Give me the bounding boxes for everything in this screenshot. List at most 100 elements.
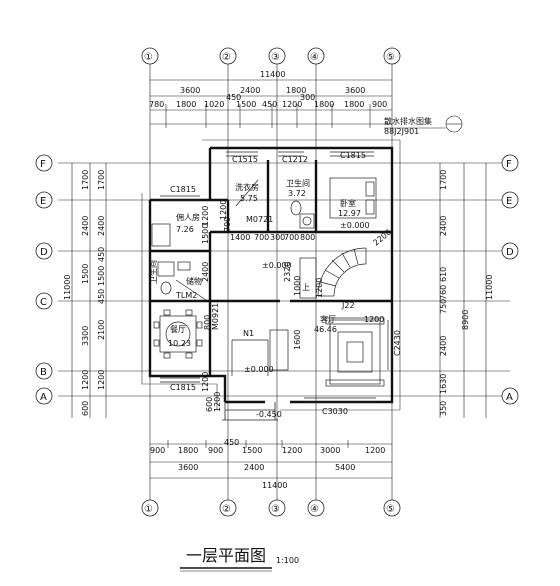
bottom-dim-6: 3000 bbox=[320, 446, 340, 455]
left-dim-13: 1200 bbox=[97, 370, 106, 390]
elevation-bedroom: ±0.000 bbox=[340, 221, 370, 230]
bottom-total-dim: 11400 bbox=[262, 481, 287, 490]
room-name-servant: 佣人房 bbox=[176, 212, 200, 222]
window-c3030: C3030 bbox=[322, 407, 348, 416]
bottom-dim-10: 5400 bbox=[335, 463, 355, 472]
room-area-dining: 10.23 bbox=[168, 339, 191, 348]
dim-1000: 1000 bbox=[293, 276, 302, 296]
bottom-dim-2: 1800 bbox=[178, 446, 198, 455]
servant-bed bbox=[151, 223, 171, 247]
bottom-dim-7: 1200 bbox=[365, 446, 385, 455]
bottom-dim-3: 900 bbox=[208, 446, 223, 455]
dining-set bbox=[153, 309, 203, 359]
door-tlm2: TLM2 bbox=[175, 291, 197, 300]
top-dim-7: 1020 bbox=[204, 100, 224, 109]
row-label-a-left: A bbox=[40, 392, 47, 403]
row-label-d-right: D bbox=[506, 247, 514, 258]
col-label-3-bottom: ③ bbox=[271, 504, 280, 515]
right-dimensions bbox=[439, 163, 487, 418]
dim-1500-left: 1500 bbox=[201, 224, 210, 244]
row-label-e-right: E bbox=[506, 196, 512, 207]
dim-700: 700 bbox=[254, 233, 269, 242]
left-dimensions bbox=[71, 163, 107, 418]
bed bbox=[329, 177, 377, 219]
bathroom-fixtures bbox=[157, 200, 315, 295]
right-dim-6: 1630 bbox=[439, 374, 448, 394]
bottom-dimensions bbox=[150, 440, 392, 479]
top-total-dim: 11400 bbox=[260, 70, 285, 79]
top-dim-6: 1800 bbox=[176, 100, 196, 109]
left-dim-11: 450 bbox=[97, 289, 106, 304]
top-dim-5: 780 bbox=[149, 100, 164, 109]
room-area-bath1: 3.72 bbox=[288, 189, 306, 198]
stair-up-label: 上 bbox=[302, 283, 310, 292]
apron-outline bbox=[141, 139, 401, 411]
elevation-outside: -0.450 bbox=[256, 410, 282, 419]
elevation-entry: ±0.000 bbox=[244, 365, 274, 374]
right-dim-2: 2400 bbox=[439, 216, 448, 236]
dim-1200-bot: 1200 bbox=[213, 392, 222, 412]
right-dim-5: 2400 bbox=[439, 336, 448, 356]
col-label-4-top: ④ bbox=[310, 52, 319, 63]
row-label-d-left: D bbox=[40, 247, 48, 258]
label-j22: J22 bbox=[341, 301, 355, 310]
left-dim-1: 1700 bbox=[81, 170, 90, 190]
axis-lines bbox=[58, 64, 510, 505]
bottom-dim-8: 3600 bbox=[178, 463, 198, 472]
dim-800-l: 800 bbox=[203, 315, 212, 330]
right-dim-4: 750 bbox=[439, 299, 448, 314]
door-n1: N1 bbox=[243, 329, 254, 338]
window-c1815-top: C1815 bbox=[340, 151, 366, 160]
top-dim-13: 1800 bbox=[314, 100, 334, 109]
dim-1200-p: 1200 bbox=[219, 200, 228, 220]
room-name-dining: 餐厅 bbox=[170, 325, 186, 334]
col-label-3-top: ③ bbox=[271, 52, 280, 63]
left-dim-6: 600 bbox=[81, 401, 90, 416]
bottom-dim-4: 1500 bbox=[242, 446, 262, 455]
right-total-dim: 11000 bbox=[485, 275, 494, 300]
window-c1815-bottom: C1815 bbox=[170, 383, 196, 392]
room-name-storage: 储物 bbox=[186, 276, 202, 286]
entry-steps bbox=[222, 402, 278, 421]
window-c2430: C2430 bbox=[393, 330, 402, 356]
dim-2320: 2320 bbox=[283, 262, 292, 282]
bottom-dim-1: 900 bbox=[150, 446, 165, 455]
left-total-dim: 11000 bbox=[63, 275, 72, 300]
right-dim-7: 350 bbox=[439, 401, 448, 416]
living-room-furniture bbox=[269, 317, 385, 387]
col-label-2-bottom: ② bbox=[222, 504, 231, 515]
right-dim-8: 760 bbox=[439, 285, 448, 300]
col-label-2-top: ② bbox=[222, 52, 231, 63]
left-dim-4: 3300 bbox=[81, 326, 90, 346]
column-bubbles-top bbox=[141, 47, 401, 65]
right-dim-sub: 8900 bbox=[461, 310, 470, 330]
top-dim-2: 2400 bbox=[240, 86, 260, 95]
col-label-5-top: ⑤ bbox=[386, 52, 395, 63]
storage-fixtures bbox=[175, 261, 207, 301]
drain-callout bbox=[384, 115, 463, 133]
window-c1212: C1212 bbox=[282, 155, 308, 164]
top-dim-4: 3600 bbox=[345, 86, 365, 95]
top-dim-12: 300 bbox=[300, 93, 315, 102]
dim-300: 300 bbox=[270, 233, 285, 242]
bottom-dim-offset: 450 bbox=[224, 438, 239, 447]
column-bubbles-bottom bbox=[141, 499, 401, 517]
dim-1400: 1400 bbox=[230, 233, 250, 242]
room-area-laundry: 5.75 bbox=[240, 194, 258, 203]
dim-1200-left: 1200 bbox=[201, 206, 210, 226]
laundry-fixtures bbox=[235, 179, 259, 207]
right-dim-1: 1700 bbox=[439, 170, 448, 190]
left-dim-5: 1200 bbox=[81, 370, 90, 390]
spiral-stair bbox=[299, 247, 367, 299]
room-area-servant: 7.26 bbox=[176, 225, 194, 234]
left-dim-9: 450 bbox=[97, 247, 106, 262]
left-dim-12: 2100 bbox=[97, 320, 106, 340]
col-label-1-bottom: ① bbox=[144, 504, 153, 515]
drain-code: 88J2J901 bbox=[384, 127, 419, 136]
drain-note: 散水排水图集 bbox=[384, 116, 432, 126]
dim-800: 800 bbox=[300, 233, 315, 242]
right-dim-3: 610 bbox=[439, 267, 448, 282]
row-label-e-left: E bbox=[40, 196, 46, 207]
col-label-5-bottom: ⑤ bbox=[386, 504, 395, 515]
